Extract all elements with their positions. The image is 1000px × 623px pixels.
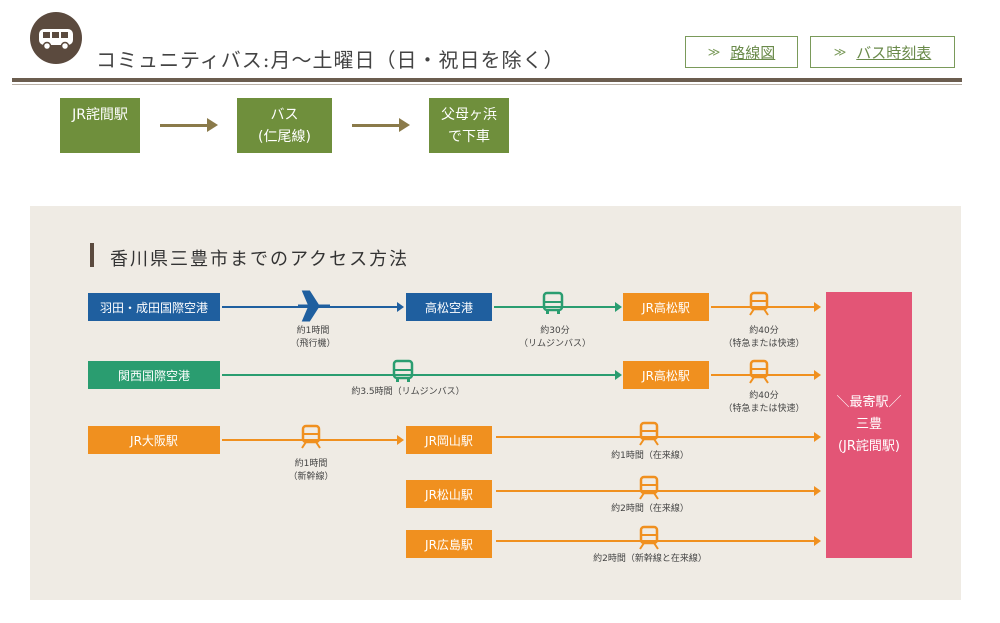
caption-line: （特急または快速） [723,404,805,414]
page-title: コミュニティバス:月～土曜日（日・祝日を除く） [96,48,565,72]
route-step-label: JR詫間駅 [72,107,128,123]
origin-haneda-narita: 羽田・成田国際空港 [88,293,220,321]
section-title-bar [90,243,94,267]
hub-jr-hiroshima: JR広島駅 [406,530,492,558]
caption-line: （飛行機） [290,339,336,349]
caption-line: （特急または快速） [723,339,805,349]
route-step-jr-takuma: JR詫間駅 [60,98,140,153]
train-icon [749,291,769,316]
route-line-express [711,302,821,312]
caption-limousine: 約30分 （リムジンバス） [500,325,610,351]
hub-jr-matsuyama: JR松山駅 [406,480,492,508]
caption-line: 約2時間（新幹線と在来線） [593,554,707,564]
caption-line: 約30分 [540,326,570,336]
access-section-title: 香川県三豊市までのアクセス方法 [110,249,410,270]
route-line-limousine-kansai [222,370,622,380]
caption-flight: 約1時間 （飛行機） [258,325,368,351]
caption-line: （リムジンバス） [518,339,591,349]
caption-express: 約40分 （特急または快速） [709,390,819,416]
destination-station: (JR詫間駅) [837,439,900,454]
caption-express: 約40分 （特急または快速） [709,325,819,351]
bus-timetable-link-label: バス時刻表 [856,43,932,62]
route-line-limousine [494,302,622,312]
caption-line: 約40分 [749,326,779,336]
hub-takamatsu-airport: 高松空港 [406,293,492,321]
route-step-sublabel: で下車 [448,128,490,145]
caption-okayama: 約1時間（在来線） [580,450,720,463]
route-line-okayama [496,432,821,442]
bus-badge [30,12,82,64]
route-map-link[interactable]: ≫ 路線図 [685,36,798,68]
airplane-icon [298,290,330,322]
route-step-bus: バス (仁尾線) [237,98,332,153]
origin-jr-osaka: JR大阪駅 [88,426,220,454]
header-divider [12,78,962,82]
destination-name: 三豊 [855,417,882,432]
caption-limousine-kansai: 約3.5時間（リムジンバス） [333,386,483,399]
bus-icon [392,359,414,382]
access-panel [30,206,961,600]
bus-icon [39,29,73,51]
route-step-label: 父母ヶ浜 [441,106,497,123]
caption-line: 約40分 [749,391,779,401]
route-step-chichibugahama: 父母ヶ浜 で下車 [429,98,509,153]
route-line-hiroshima [496,536,821,546]
origin-kansai: 関西国際空港 [88,361,220,389]
caption-line: 約2時間（在来線） [611,504,689,514]
chevron-right-icon: ≫ [707,45,721,59]
route-line-express [711,370,821,380]
train-icon [639,525,659,550]
hub-jr-takamatsu: JR高松駅 [623,293,709,321]
destination-nearest-label: ＼最寄駅／ [836,395,902,410]
header-divider-thin [12,84,962,85]
caption-line: 約1時間 [294,459,328,469]
destination-mitoyo: ＼最寄駅／ 三豊 (JR詫間駅) [826,292,912,558]
caption-line: （新幹線） [288,472,334,482]
caption-shinkansen: 約1時間 （新幹線） [256,458,366,484]
train-icon [639,421,659,446]
caption-matsuyama: 約2時間（在来線） [580,503,720,516]
caption-line: 約3.5時間（リムジンバス） [351,387,465,397]
train-icon [301,424,321,449]
bus-icon [542,291,564,314]
hub-jr-takamatsu: JR高松駅 [623,361,709,389]
route-line-matsuyama [496,486,821,496]
train-icon [639,475,659,500]
arrow-icon [352,118,410,132]
train-icon [749,359,769,384]
route-step-label: バス [270,106,299,123]
route-line-shinkansen [222,435,404,445]
caption-hiroshima: 約2時間（新幹線と在来線） [565,553,735,566]
arrow-icon [160,118,218,132]
bus-timetable-link[interactable]: ≫ バス時刻表 [810,36,955,68]
route-step-sublabel: (仁尾線) [258,128,311,145]
caption-line: 約1時間 [296,326,330,336]
route-map-link-label: 路線図 [730,43,776,62]
caption-line: 約1時間（在来線） [611,451,689,461]
hub-jr-okayama: JR岡山駅 [406,426,492,454]
chevron-right-icon: ≫ [833,45,847,59]
